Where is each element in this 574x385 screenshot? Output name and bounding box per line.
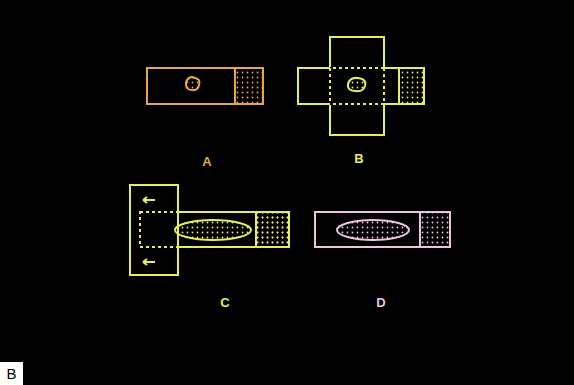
step-letter: D — [376, 295, 385, 310]
slide-b — [298, 37, 424, 135]
step-letter: A — [202, 154, 211, 169]
slide-c — [130, 185, 289, 275]
step-letter: C — [220, 295, 229, 310]
panel-label: B — [0, 362, 23, 385]
step-letter: B — [354, 151, 363, 166]
slide-d — [315, 212, 450, 247]
slide-a — [147, 68, 263, 104]
